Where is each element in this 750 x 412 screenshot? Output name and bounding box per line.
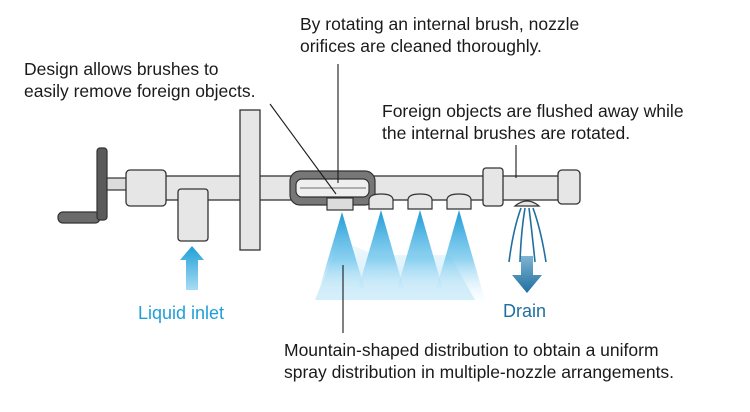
- leader-foreign: [269, 103, 337, 195]
- nozzle-3: [407, 193, 433, 210]
- annotation-foreign-removal: Design allows brushes to easily remove f…: [24, 58, 256, 102]
- label-drain: Drain: [503, 301, 547, 321]
- nozzle-cleaning: [326, 197, 354, 211]
- flushed-line-2: the internal brushes are rotated.: [382, 123, 631, 143]
- annotation-distribution: Mountain-shaped distribution to obtain a…: [284, 339, 674, 383]
- spray-cone-3: [394, 210, 446, 300]
- foreign-removal-line-2: easily remove foreign objects.: [24, 81, 256, 101]
- spray-cone-2: [355, 210, 407, 300]
- crank-handle: [57, 147, 128, 224]
- nozzle-4: [446, 193, 472, 210]
- distribution-line-1: Mountain-shaped distribution to obtain a…: [284, 340, 659, 360]
- leader-lines: [269, 64, 517, 333]
- spray-cones: [316, 210, 485, 300]
- foreign-removal-line-1: Design allows brushes to: [24, 59, 219, 79]
- end-cap-left: [125, 169, 167, 207]
- nozzle-2: [368, 193, 394, 210]
- annotation-flushed: Foreign objects are flushed away while t…: [382, 100, 684, 144]
- drain-arrow: [512, 256, 542, 293]
- end-cap-right: [557, 169, 581, 205]
- outlet-collar: [482, 167, 504, 207]
- brush-rotation-line-2: orifices are cleaned thoroughly.: [300, 36, 542, 56]
- spray-cone-4: [433, 210, 485, 300]
- flushed-line-1: Foreign objects are flushed away while: [382, 101, 684, 121]
- spray-cone-1: [316, 212, 368, 300]
- label-liquid-inlet: Liquid inlet: [138, 303, 225, 323]
- distribution-line-2: spray distribution in multiple-nozzle ar…: [284, 362, 675, 382]
- drain-nozzle: [513, 200, 541, 207]
- crank-wheel: [96, 147, 108, 221]
- crank-grip: [57, 211, 101, 224]
- nozzles: [326, 193, 541, 211]
- inlet-elbow: [177, 188, 209, 242]
- liquid-inlet-arrow: [180, 246, 204, 290]
- flange-plate: [239, 109, 261, 251]
- crank-shaft: [106, 177, 128, 191]
- brush-rotation-line-1: By rotating an internal brush, nozzle: [300, 14, 580, 34]
- annotation-brush-rotation: By rotating an internal brush, nozzle or…: [300, 13, 579, 57]
- drain-streams: [508, 207, 547, 263]
- internal-brush: [289, 170, 376, 206]
